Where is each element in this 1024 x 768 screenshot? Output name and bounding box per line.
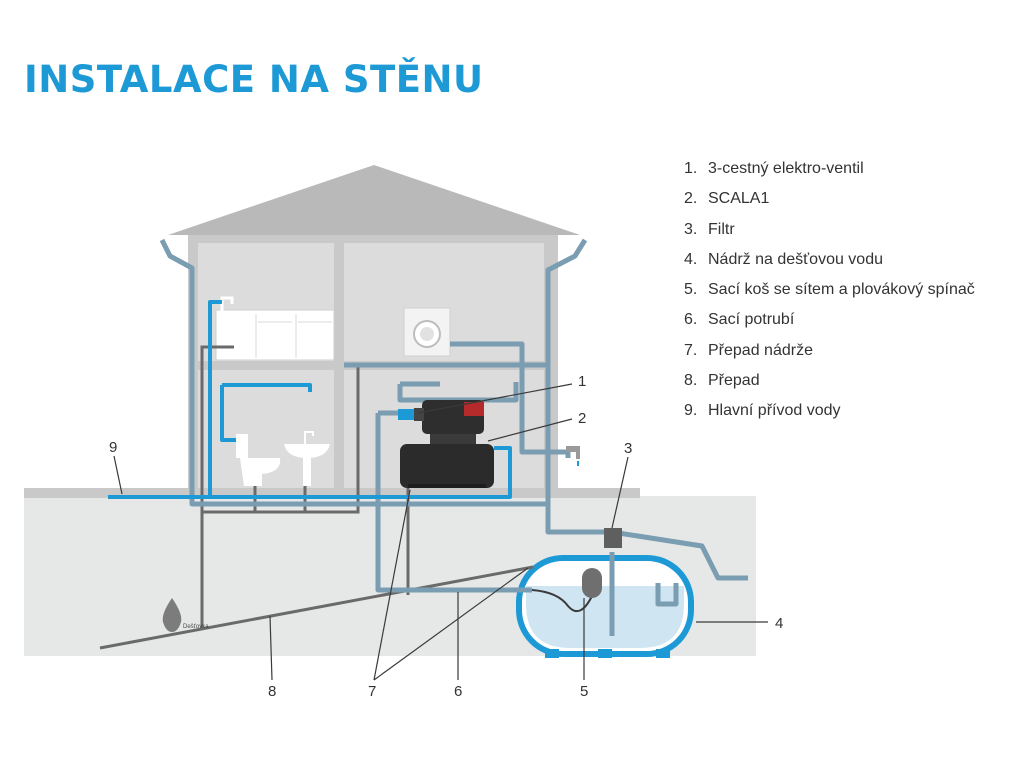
callout-3: 3 <box>624 440 632 457</box>
legend-item: 2.SCALA1 <box>684 190 770 208</box>
rainwater-tank <box>516 555 694 658</box>
bathroom-cabinet <box>215 309 335 361</box>
callout-2: 2 <box>578 410 586 427</box>
legend-item: 4.Nádrž na dešťovou vodu <box>684 250 883 268</box>
callout-9: 9 <box>109 439 117 456</box>
legend-item: 5.Sací koš se sítem a plovákový spínač <box>684 281 975 299</box>
raindrop-icon <box>162 598 182 632</box>
three-way-valve <box>398 409 414 420</box>
legend-item: 1.3-cestný elektro-ventil <box>684 160 864 177</box>
sink-faucet-icon <box>220 296 234 312</box>
scala1-pump <box>400 400 494 488</box>
mains-water-pipes <box>108 300 512 499</box>
legend-list: 1.3-cestný elektro-ventil 2.SCALA1 3.Fil… <box>684 158 975 431</box>
legend-item: 9.Hlavní přívod vody <box>684 402 841 420</box>
legend-item: 7.Přepad nádrže <box>684 341 813 359</box>
callout-5: 5 <box>580 683 588 700</box>
callout-lines <box>113 383 768 681</box>
garden-tap-icon <box>566 446 580 466</box>
callout-6: 6 <box>454 683 462 700</box>
filter <box>604 528 622 548</box>
callout-4: 4 <box>775 615 783 632</box>
suction-hose <box>531 589 593 613</box>
page-title: INSTALACE NA STĚNU <box>24 58 484 101</box>
legend-item: 6.Sací potrubí <box>684 311 795 329</box>
legend-item: 8.Přepad <box>684 372 760 390</box>
callout-7: 7 <box>368 683 376 700</box>
callout-8: 8 <box>268 683 276 700</box>
callout-1: 1 <box>578 373 586 390</box>
toilet <box>236 434 281 486</box>
legend-item: 3.Filtr <box>684 220 735 238</box>
roof <box>168 165 580 235</box>
rainwater-pipes <box>159 238 748 636</box>
washbasin <box>284 431 330 486</box>
watermark-text: Dešťovka <box>183 624 209 630</box>
float-switch <box>582 568 602 598</box>
